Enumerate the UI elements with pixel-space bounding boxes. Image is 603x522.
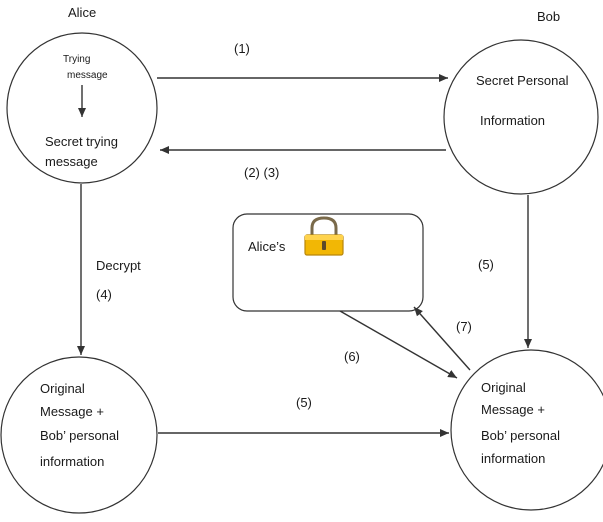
- alice-bottom-line1: Original: [40, 381, 85, 396]
- bob-top-node: [443, 39, 599, 195]
- lockbox-node: [232, 213, 424, 312]
- edge-6-label: (6): [344, 349, 360, 364]
- alice-top-line1: Secret trying: [45, 134, 118, 149]
- alice-top-small-line1: Trying: [63, 54, 90, 65]
- bob-top-line2: Information: [480, 113, 545, 128]
- edge-1-label: (1): [234, 41, 250, 56]
- alice-top-small-line2: message: [67, 70, 108, 81]
- lockbox-label: Alice’s: [248, 239, 286, 254]
- alice-bottom-line3: Bob’ personal: [40, 428, 119, 443]
- edge-5-right-label: (5): [478, 257, 494, 272]
- edge-4-label: (4): [96, 287, 112, 302]
- decrypt-label: Decrypt: [96, 258, 141, 273]
- edge-2-3-label: (2) (3): [244, 165, 279, 180]
- bob-bottom-line4: information: [481, 451, 545, 466]
- padlock-icon: [304, 216, 344, 256]
- alice-top-line2: message: [45, 154, 98, 169]
- bob-bottom-line1: Original: [481, 380, 526, 395]
- alice-actor-label: Alice: [68, 5, 96, 20]
- edge-6: [339, 310, 458, 379]
- edge-7-label: (7): [456, 319, 472, 334]
- alice-bottom-line2: Message +: [40, 404, 104, 419]
- edge-5-bottom-label: (5): [296, 395, 312, 410]
- alice-bottom-node: [0, 356, 158, 514]
- bob-bottom-line3: Bob’ personal: [481, 428, 560, 443]
- bob-actor-label: Bob: [537, 9, 560, 24]
- alice-bottom-line4: information: [40, 454, 104, 469]
- edge-7: [413, 306, 471, 371]
- bob-top-line1: Secret Personal: [476, 73, 569, 88]
- bob-bottom-node: [450, 349, 603, 511]
- bob-bottom-line2: Message +: [481, 402, 545, 417]
